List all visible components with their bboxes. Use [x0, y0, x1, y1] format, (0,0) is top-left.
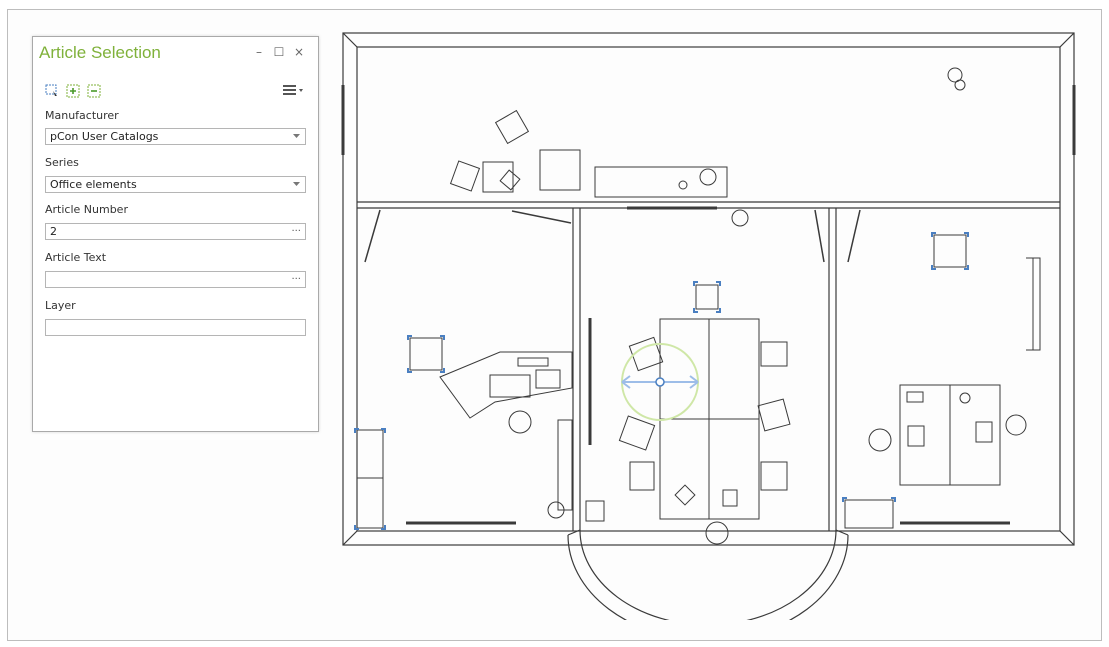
close-button[interactable]: × [293, 45, 305, 59]
panel-title: Article Selection [39, 43, 161, 62]
layer-input[interactable] [45, 319, 306, 336]
chevron-down-icon [293, 182, 300, 186]
select-area-icon[interactable] [45, 84, 59, 98]
menu-icon[interactable] [282, 83, 304, 97]
series-label: Series [45, 156, 79, 169]
article-text-label: Article Text [45, 251, 107, 264]
minimize-button[interactable]: – [256, 45, 262, 59]
move-rotate-gizmo[interactable] [621, 343, 699, 421]
layer-label: Layer [45, 299, 76, 312]
maximize-button[interactable]: ☐ [273, 45, 285, 59]
series-value: Office elements [50, 178, 137, 191]
add-icon[interactable] [66, 84, 80, 98]
chevron-down-icon [293, 134, 300, 138]
remove-icon[interactable] [87, 84, 101, 98]
selection-markers [354, 232, 969, 530]
article-selection-panel: Article Selection – ☐ × Manufacturer pCo… [32, 36, 319, 432]
manufacturer-label: Manufacturer [45, 109, 119, 122]
article-text-browse-button[interactable]: ··· [291, 274, 301, 285]
inner-wall-outline [356, 46, 1061, 532]
series-dropdown[interactable]: Office elements [45, 176, 306, 193]
article-number-input[interactable]: 2 ··· [45, 223, 306, 240]
article-number-value: 2 [50, 225, 57, 238]
article-number-label: Article Number [45, 203, 128, 216]
curved-wall [579, 529, 837, 620]
floor-plan-canvas[interactable] [340, 30, 1080, 620]
manufacturer-dropdown[interactable]: pCon User Catalogs [45, 128, 306, 145]
manufacturer-value: pCon User Catalogs [50, 130, 159, 143]
article-text-input[interactable]: ··· [45, 271, 306, 288]
door-left [364, 209, 381, 263]
outer-wall-outline [342, 32, 1075, 546]
article-number-browse-button[interactable]: ··· [291, 226, 301, 237]
